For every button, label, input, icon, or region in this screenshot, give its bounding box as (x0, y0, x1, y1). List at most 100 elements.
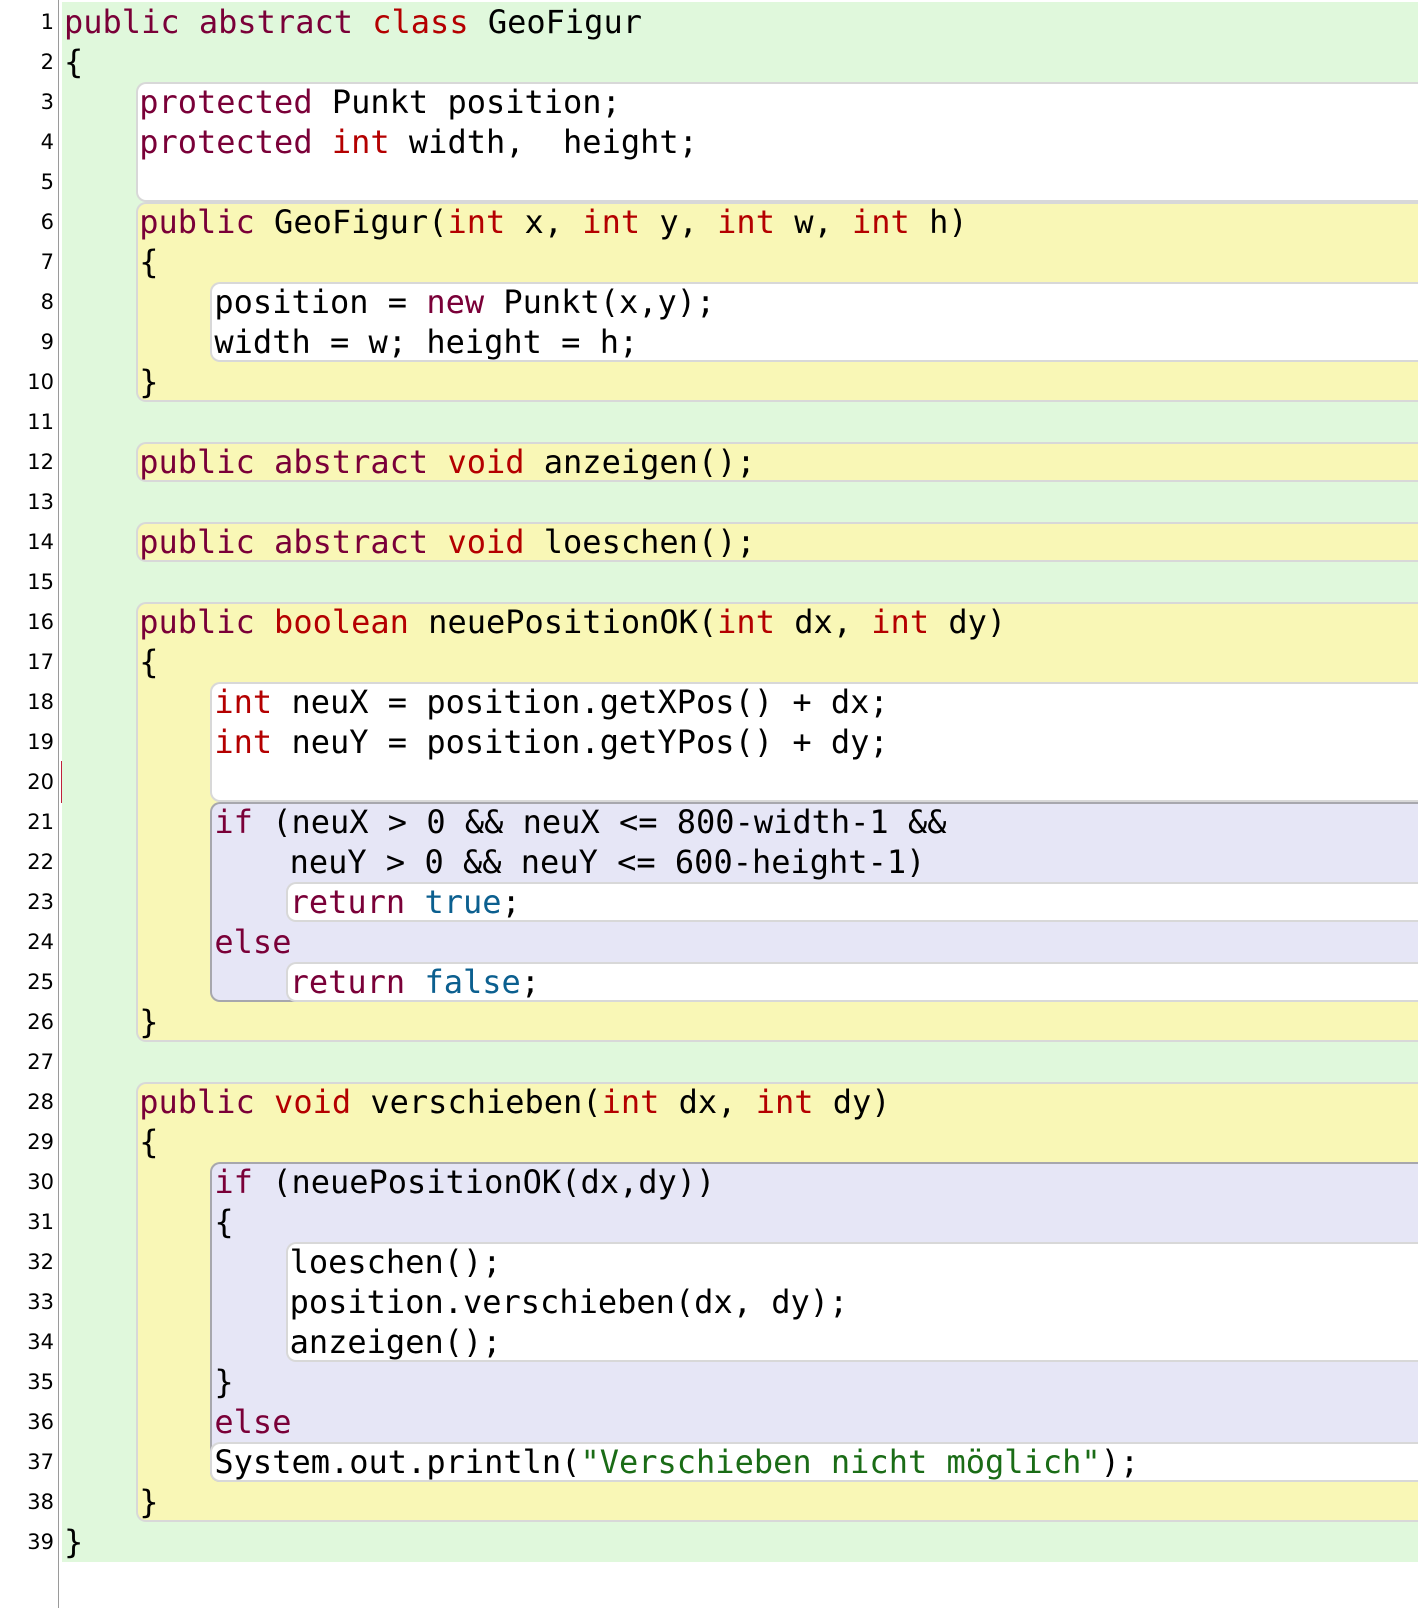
code-token: position = (214, 283, 427, 321)
code-line[interactable]: width = w; height = h; (214, 322, 638, 362)
line-number: 22 (27, 850, 54, 874)
code-line[interactable]: protected int width, height; (139, 122, 698, 162)
code-token: { (139, 243, 159, 281)
code-line[interactable]: position.verschieben(dx, dy); (290, 1282, 849, 1322)
code-line[interactable]: public abstract class GeoFigur (64, 2, 642, 42)
code-line[interactable]: if (neuePositionOK(dx,dy)) (214, 1162, 715, 1202)
code-token-kw: abstract (274, 443, 429, 481)
code-token-ty: boolean (274, 603, 409, 641)
line-number: 26 (27, 1010, 54, 1034)
code-token-ty: int (214, 683, 273, 721)
code-token-kw: protected (139, 123, 313, 161)
code-token (255, 603, 274, 641)
code-token: loeschen(); (289, 1243, 502, 1281)
code-line[interactable]: { (64, 42, 83, 82)
code-line[interactable]: } (214, 1362, 233, 1402)
code-line[interactable]: { (139, 242, 158, 282)
code-token: position.verschieben(dx, dy); (289, 1283, 849, 1321)
code-token-kw: protected (139, 83, 313, 121)
code-token-ty: void (447, 523, 525, 561)
line-number: 25 (27, 970, 54, 994)
code-token (255, 443, 274, 481)
line-number: 31 (27, 1210, 54, 1234)
code-token (180, 3, 199, 41)
code-line[interactable]: int neuY = position.getYPos() + dy; (214, 722, 888, 762)
code-line[interactable]: } (139, 1482, 158, 1522)
code-token-kw: public (139, 443, 255, 481)
code-line[interactable]: return true; (290, 882, 521, 922)
code-token: dx, (659, 1083, 756, 1121)
line-number: 33 (27, 1290, 54, 1314)
code-token-kw: public (64, 3, 180, 41)
code-line[interactable]: public abstract void anzeigen(); (139, 442, 756, 482)
code-token-kw: abstract (198, 3, 353, 41)
code-line[interactable]: { (214, 1202, 233, 1242)
line-number: 7 (40, 250, 54, 274)
line-number: 5 (40, 170, 54, 194)
code-line[interactable]: else (214, 922, 291, 962)
code-area[interactable]: public abstract class GeoFigur{protected… (62, 0, 1418, 1608)
code-token-kw: if (214, 1163, 253, 1201)
code-token: anzeigen(); (524, 443, 756, 481)
code-line[interactable]: { (139, 642, 158, 682)
if-then-block (286, 882, 1418, 922)
code-line[interactable]: int neuX = position.getXPos() + dx; (214, 682, 888, 722)
method-anzeigen-block (136, 442, 1418, 482)
code-line[interactable]: } (139, 362, 158, 402)
code-token: System.out.println( (214, 1443, 581, 1481)
code-token: loeschen(); (524, 523, 756, 561)
line-number: 23 (27, 890, 54, 914)
code-token: { (214, 1203, 234, 1241)
code-line[interactable]: public abstract void loeschen(); (139, 522, 756, 562)
code-token: } (139, 363, 159, 401)
code-line[interactable]: protected Punkt position; (139, 82, 621, 122)
code-token-ty: int (717, 603, 775, 641)
line-number: 21 (27, 810, 54, 834)
code-line[interactable]: public GeoFigur(int x, int y, int w, int… (139, 202, 967, 242)
line-number: 11 (27, 410, 54, 434)
code-token: (neuX > 0 && neuX <= 800-width-1 && (252, 803, 947, 841)
line-number: 14 (27, 530, 54, 554)
neuepositionok-body-block (210, 682, 1418, 802)
code-line[interactable]: anzeigen(); (290, 1322, 502, 1362)
code-line[interactable]: else (214, 1402, 291, 1442)
code-line[interactable]: if (neuX > 0 && neuX <= 800-width-1 && (214, 802, 946, 842)
if-else-block (286, 962, 1418, 1002)
code-token: ); (1100, 1443, 1140, 1481)
code-line[interactable]: System.out.println("Verschieben nicht mö… (214, 1442, 1139, 1482)
code-token-ty: int (582, 203, 641, 241)
code-token-kw: public (139, 203, 255, 241)
code-line[interactable]: return false; (290, 962, 540, 1002)
method-loeschen-block (136, 522, 1418, 562)
constructor-body-block (210, 282, 1418, 362)
code-line[interactable]: public void verschieben(int dx, int dy) (139, 1082, 890, 1122)
code-line[interactable]: } (139, 1002, 158, 1042)
line-number: 24 (27, 930, 54, 954)
code-token-ty: void (274, 1083, 352, 1121)
code-token: (neuePositionOK(dx,dy)) (252, 1163, 716, 1201)
line-number: 18 (27, 690, 54, 714)
code-line[interactable]: neuY > 0 && neuY <= 600-height-1) (290, 842, 926, 882)
line-number: 37 (27, 1450, 54, 1474)
line-number: 39 (27, 1530, 54, 1554)
code-token-kw: return (289, 883, 406, 921)
code-token: anzeigen(); (289, 1323, 502, 1361)
code-token: neuY > 0 && neuY <= 600-height-1) (289, 843, 926, 881)
code-token: dx, (774, 603, 872, 641)
code-token (255, 523, 274, 561)
line-number: 20 (27, 770, 54, 794)
code-token-ty: int (601, 1083, 660, 1121)
code-line[interactable]: position = new Punkt(x,y); (214, 282, 715, 322)
code-line[interactable]: loeschen(); (290, 1242, 502, 1282)
code-line[interactable]: public boolean neuePositionOK(int dx, in… (139, 602, 1006, 642)
code-token-ty: int (331, 123, 390, 161)
code-line[interactable]: { (139, 1122, 158, 1162)
line-number: 35 (27, 1370, 54, 1394)
code-token-ty: int (755, 1083, 814, 1121)
line-number: 4 (40, 130, 54, 154)
code-token-kw: public (139, 523, 255, 561)
code-line[interactable]: } (64, 1522, 83, 1562)
code-token: } (139, 1483, 159, 1521)
line-number: 13 (27, 490, 54, 514)
